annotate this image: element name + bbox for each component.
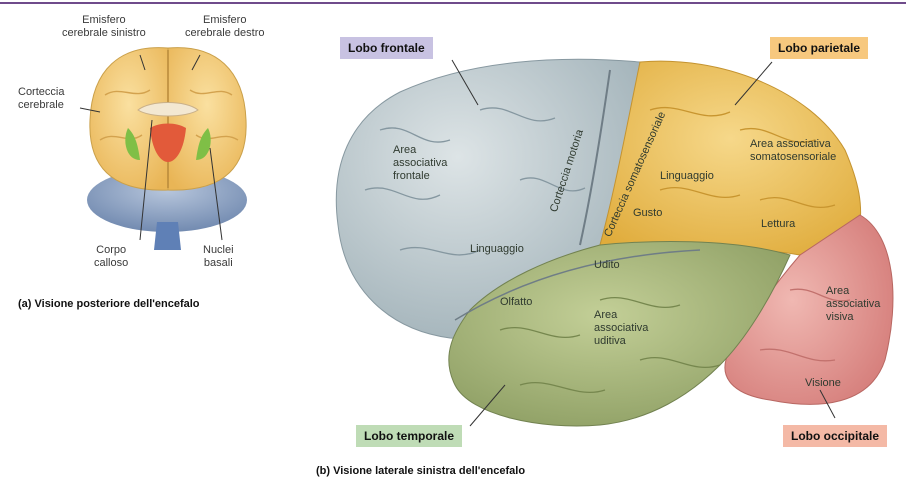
label-visual-association-area: Area associativa visiva bbox=[826, 285, 880, 324]
label-frontal-association-area: Area associativa frontale bbox=[393, 144, 447, 183]
brainstem bbox=[154, 222, 181, 250]
posterior-brain bbox=[87, 48, 247, 250]
label-auditory-association-area: Area associativa uditiva bbox=[594, 309, 648, 348]
label-taste: Gusto bbox=[633, 207, 662, 220]
left-hemisphere bbox=[90, 48, 168, 191]
label-cerebral-cortex: Corteccia cerebrale bbox=[18, 86, 64, 112]
label-basal-nuclei: Nuclei basali bbox=[203, 244, 234, 270]
label-right-hemisphere: Emisfero cerebrale destro bbox=[185, 14, 265, 40]
label-language-frontal: Linguaggio bbox=[470, 243, 524, 256]
lobe-frontal-label: Lobo frontale bbox=[340, 37, 433, 59]
right-hemisphere bbox=[168, 48, 246, 191]
label-hearing: Udito bbox=[594, 259, 620, 272]
lobe-occipital-label: Lobo occipitale bbox=[783, 425, 887, 447]
caption-lateral: (b) Visione laterale sinistra dell'encef… bbox=[316, 465, 525, 477]
caption-posterior: (a) Visione posteriore dell'encefalo bbox=[18, 298, 200, 310]
label-language-parietal: Linguaggio bbox=[660, 170, 714, 183]
lobe-parietal-label: Lobo parietale bbox=[770, 37, 868, 59]
label-corpus-callosum: Corpo calloso bbox=[94, 244, 128, 270]
lobe-temporal-label: Lobo temporale bbox=[356, 425, 462, 447]
label-smell: Olfatto bbox=[500, 296, 532, 309]
label-somatosensory-association-area: Area associativa somatosensoriale bbox=[750, 138, 836, 164]
label-reading: Lettura bbox=[761, 218, 795, 231]
label-left-hemisphere: Emisfero cerebrale sinistro bbox=[62, 14, 146, 40]
label-vision: Visione bbox=[805, 377, 841, 390]
lateral-brain bbox=[336, 59, 893, 426]
